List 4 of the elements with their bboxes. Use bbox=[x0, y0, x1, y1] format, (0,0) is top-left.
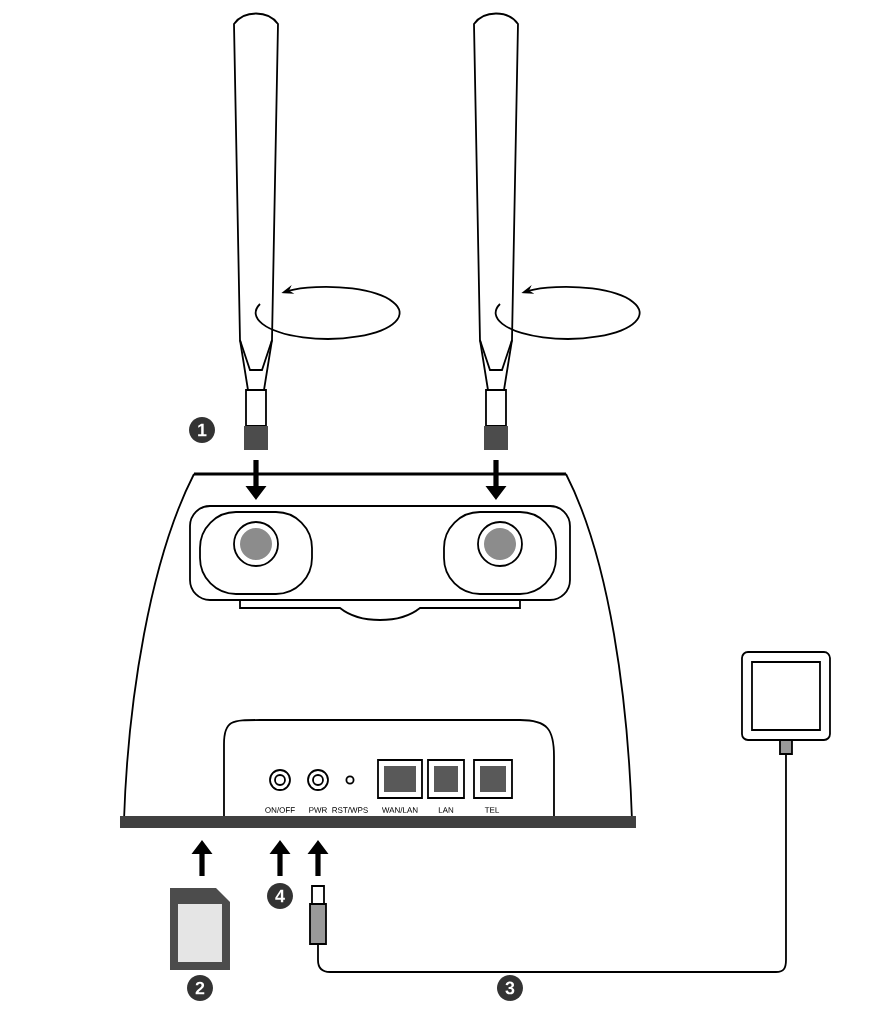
callout-number: 4 bbox=[267, 883, 293, 909]
callout-number: 1 bbox=[189, 417, 215, 443]
callout-number: 3 bbox=[497, 975, 523, 1001]
callout-number: 2 bbox=[187, 975, 213, 1001]
